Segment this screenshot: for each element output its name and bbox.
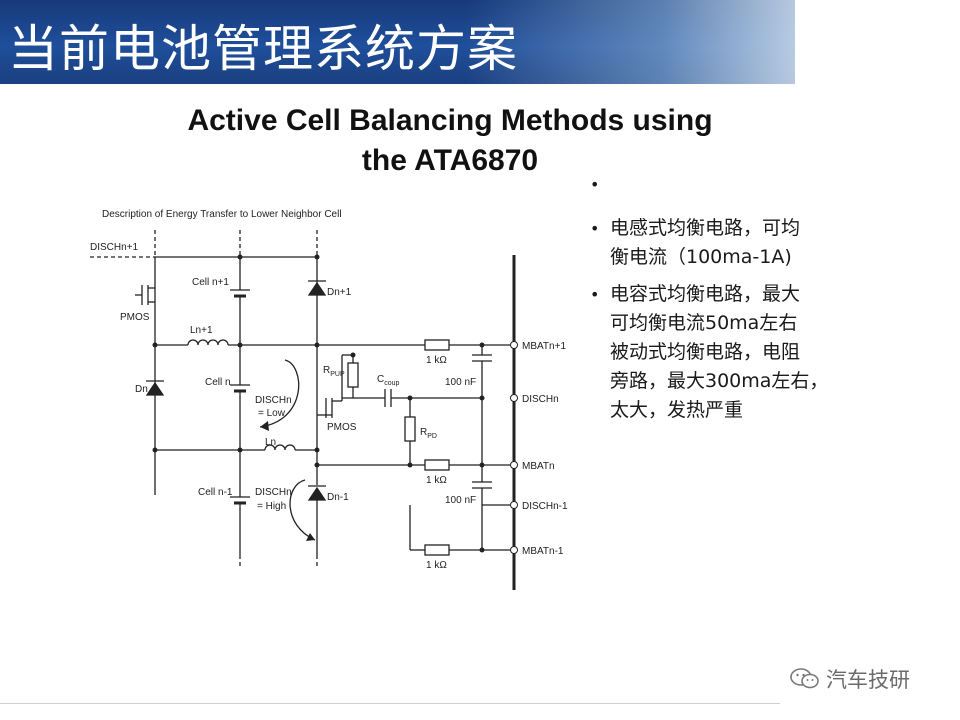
label-c2-value: 100 nF [445, 495, 476, 506]
bullet-line: 太大，发热严重 [610, 399, 744, 421]
page-title: 当前电池管理系统方案 [8, 20, 518, 78]
bullet-line: 电容式均衡电路，最大 [610, 283, 801, 305]
bullet-dot: • [590, 285, 600, 304]
label-dn: Dn [135, 384, 148, 395]
label-disch-low-1: DISCHn [255, 395, 292, 406]
label-ln: Ln [265, 437, 276, 448]
label-mbat-n1: MBATn+1 [522, 341, 566, 352]
label-disch-high-1: DISCHn [255, 487, 292, 498]
bullet-line: 可均衡电流50ma左右 [610, 312, 798, 334]
label-pmos-left: PMOS [120, 312, 150, 323]
label-c1-value: 100 nF [445, 377, 476, 388]
wechat-icon [790, 668, 819, 689]
label-disch-nm1: DISCHn-1 [522, 501, 568, 512]
bullet-dot: • [590, 175, 600, 194]
watermark: 汽车技研 [790, 664, 910, 694]
label-mbat-nm1: MBATn-1 [522, 546, 564, 557]
slide-subtitle: Active Cell Balancing Methods using the … [170, 101, 730, 181]
bullet-line: 旁路，最大300ma左右， [610, 370, 829, 392]
label-disch-n: DISCHn [522, 394, 559, 405]
label-ccoup: Ccoup [377, 374, 400, 387]
footer-divider [0, 703, 780, 704]
label-dn1: Dn+1 [327, 287, 352, 298]
diagram-caption: Description of Energy Transfer to Lower … [102, 209, 342, 220]
label-cell-n: Cell n [205, 377, 231, 388]
label-r3-value: 1 kΩ [426, 560, 447, 571]
bullet-dot: • [590, 219, 600, 238]
label-mbat-n: MBATn [522, 461, 555, 472]
bullet-capacitive: • 电容式均衡电路，最大 可均衡电流50ma左右 被动式均衡电路，电阻 旁路，最… [590, 280, 870, 425]
bullet-line: 被动式均衡电路，电阻 [610, 341, 801, 363]
label-cell-nm1: Cell n-1 [198, 487, 233, 498]
bullet-inductive: • 电感式均衡电路，可均 衡电流（100ma-1A) [590, 214, 870, 272]
label-cell-n1: Cell n+1 [192, 277, 229, 288]
label-rpd: RPD [420, 427, 437, 440]
watermark-text: 汽车技研 [826, 668, 910, 692]
label-disch-low-2: = Low [258, 408, 286, 419]
label-r1-value: 1 kΩ [426, 355, 447, 366]
label-disch-high-2: = High [257, 501, 286, 512]
label-pmos-mid: PMOS [327, 422, 357, 433]
bullet-line: 电感式均衡电路，可均 [610, 217, 801, 239]
bullet-line: 衡电流（100ma-1A) [610, 246, 792, 268]
balancing-circuit-diagram: Description of Energy Transfer to Lower … [90, 209, 568, 590]
bullet-empty: • [590, 170, 870, 214]
label-disch-n1: DISCHn+1 [90, 242, 139, 253]
label-r2-value: 1 kΩ [426, 475, 447, 486]
label-rpup: RPUP [323, 365, 345, 378]
subtitle-line-1: Active Cell Balancing Methods using [187, 104, 713, 137]
bullet-list: • • 电感式均衡电路，可均 衡电流（100ma-1A) • 电容式均衡电路，最… [590, 170, 870, 425]
label-ln1: Ln+1 [190, 325, 213, 336]
subtitle-line-2: the ATA6870 [361, 144, 539, 177]
title-banner: 当前电池管理系统方案 [0, 0, 795, 84]
banner-fade [465, 0, 795, 84]
label-dnm1: Dn-1 [327, 492, 349, 503]
